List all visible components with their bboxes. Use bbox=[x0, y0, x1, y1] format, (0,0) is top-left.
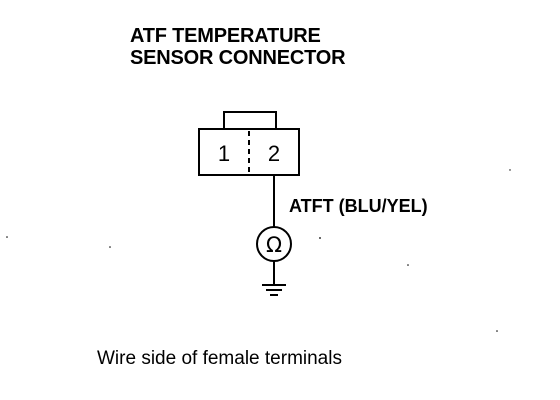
title-line-2: SENSOR CONNECTOR bbox=[130, 47, 346, 69]
ground-icon bbox=[262, 284, 286, 296]
title-line-1: ATF TEMPERATURE bbox=[130, 25, 321, 47]
caption: Wire side of female terminals bbox=[97, 348, 342, 369]
terminal-2-label: 2 bbox=[268, 141, 280, 166]
ohmmeter-symbol: Ω bbox=[266, 233, 282, 257]
terminal-1-label: 1 bbox=[218, 141, 230, 166]
wire-label: ATFT (BLU/YEL) bbox=[289, 196, 428, 216]
connector-lock-tab bbox=[223, 111, 277, 130]
ohmmeter-icon: Ω bbox=[256, 226, 292, 262]
diagram-title: ATF TEMPERATURE SENSOR CONNECTOR bbox=[130, 25, 346, 69]
connector bbox=[198, 111, 300, 176]
connector-body bbox=[198, 128, 300, 176]
scan-speckles bbox=[6, 169, 511, 332]
